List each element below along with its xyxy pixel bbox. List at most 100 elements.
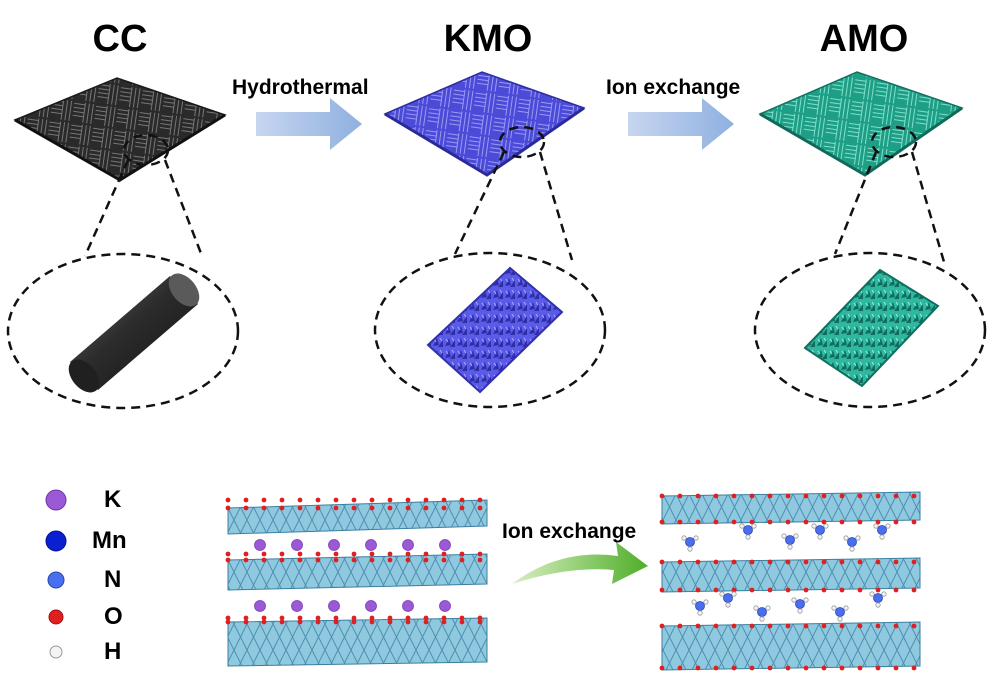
hydrogen-atom	[881, 591, 887, 597]
oxygen-atom	[333, 615, 339, 621]
oxygen-atom	[821, 519, 827, 525]
oxygen-atom	[749, 559, 755, 565]
oxygen-atom	[225, 557, 231, 563]
nitrogen-atom	[685, 537, 695, 547]
hydrogen-atom	[703, 599, 709, 605]
oxygen-atom	[875, 587, 881, 593]
oxygen-atom	[459, 615, 465, 621]
oxygen-atom	[243, 505, 249, 511]
oxygen-atom	[677, 519, 683, 525]
oxygen-atom	[713, 623, 719, 629]
oxygen-atom	[767, 559, 773, 565]
oxygen-atom	[351, 615, 357, 621]
oxygen-atom	[387, 619, 393, 625]
legend-markers	[45, 489, 67, 659]
oxygen-atom	[459, 505, 465, 511]
oxygen-atom	[767, 665, 773, 671]
oxygen-atom	[731, 493, 737, 499]
oxygen-atom	[423, 551, 429, 557]
oxygen-atom	[659, 493, 665, 499]
oxygen-atom	[387, 557, 393, 563]
oxygen-atom	[767, 519, 773, 525]
oxygen-atom	[243, 619, 249, 625]
potassium-atom	[291, 600, 303, 612]
oxygen-atom	[785, 665, 791, 671]
oxygen-atom	[441, 619, 447, 625]
oxygen-atom	[351, 557, 357, 563]
oxygen-atom	[459, 557, 465, 563]
oxygen-atom	[405, 619, 411, 625]
oxygen-atom	[279, 615, 285, 621]
oxygen-atom	[749, 665, 755, 671]
oxygen-atom	[785, 493, 791, 499]
potassium-atom	[402, 539, 414, 551]
hydrogen-atom	[793, 533, 799, 539]
oxygen-atom	[243, 551, 249, 557]
cc-cloth	[13, 77, 227, 182]
potassium-atom	[402, 600, 414, 612]
nitrogen-atom	[835, 607, 845, 617]
legend-mn-label: Mn	[92, 527, 127, 554]
oxygen-atom	[821, 665, 827, 671]
oxygen-atom	[713, 559, 719, 565]
oxygen-atom	[279, 551, 285, 557]
oxygen-atom	[333, 557, 339, 563]
oxygen-atom	[423, 505, 429, 511]
legend-h-label: H	[104, 638, 122, 665]
oxygen-atom	[749, 493, 755, 499]
oxygen-atom	[225, 497, 231, 503]
oxygen-atom	[279, 497, 285, 503]
nitrogen-atom	[873, 593, 883, 603]
oxygen-atom	[731, 519, 737, 525]
amo-structure	[659, 491, 921, 671]
oxygen-atom	[893, 493, 899, 499]
oxygen-atom	[911, 665, 917, 671]
oxygen-atom	[659, 559, 665, 565]
oxygen-atom	[369, 557, 375, 563]
oxygen-atom	[477, 551, 483, 557]
oxygen-atom	[297, 505, 303, 511]
hydrogen-atom	[751, 523, 757, 529]
hydrothermal-label: Hydrothermal	[232, 76, 369, 99]
amo-title: AMO	[819, 18, 909, 60]
oxygen-atom	[369, 551, 375, 557]
legend-h-dot	[49, 645, 63, 659]
oxygen-atom	[785, 559, 791, 565]
oxygen-atom	[369, 505, 375, 511]
oxygen-atom	[387, 551, 393, 557]
oxygen-atom	[731, 587, 737, 593]
oxygen-atom	[821, 493, 827, 499]
nitrogen-atom	[723, 593, 733, 603]
oxygen-atom	[857, 587, 863, 593]
oxygen-atom	[225, 551, 231, 557]
potassium-atom	[439, 539, 451, 551]
oxygen-atom	[875, 623, 881, 629]
oxygen-atom	[785, 623, 791, 629]
ion-exchange-label-bottom: Ion exchange	[502, 520, 637, 543]
hydrogen-atom	[759, 616, 765, 622]
oxygen-atom	[423, 497, 429, 503]
hydrogen-atom	[687, 546, 693, 552]
oxygen-atom	[875, 519, 881, 525]
hydrogen-atom	[697, 610, 703, 616]
hydrogen-atom	[873, 523, 879, 529]
potassium-atom	[365, 600, 377, 612]
oxygen-atom	[297, 551, 303, 557]
oxygen-atom	[695, 623, 701, 629]
amo-fiber-nanostructured	[803, 268, 940, 388]
hydrogen-atom	[691, 599, 697, 605]
oxygen-atom	[405, 615, 411, 621]
hydrogen-atom	[791, 597, 797, 603]
hydrogen-atom	[817, 534, 823, 540]
oxygen-atom	[803, 519, 809, 525]
kmo-title: KMO	[443, 18, 533, 60]
oxygen-atom	[279, 557, 285, 563]
potassium-atom	[328, 600, 340, 612]
potassium-atom	[439, 600, 451, 612]
oxygen-atom	[369, 497, 375, 503]
oxygen-atom	[333, 505, 339, 511]
oxygen-atom	[857, 559, 863, 565]
oxygen-atom	[749, 623, 755, 629]
oxygen-atom	[369, 619, 375, 625]
oxygen-atom	[369, 615, 375, 621]
